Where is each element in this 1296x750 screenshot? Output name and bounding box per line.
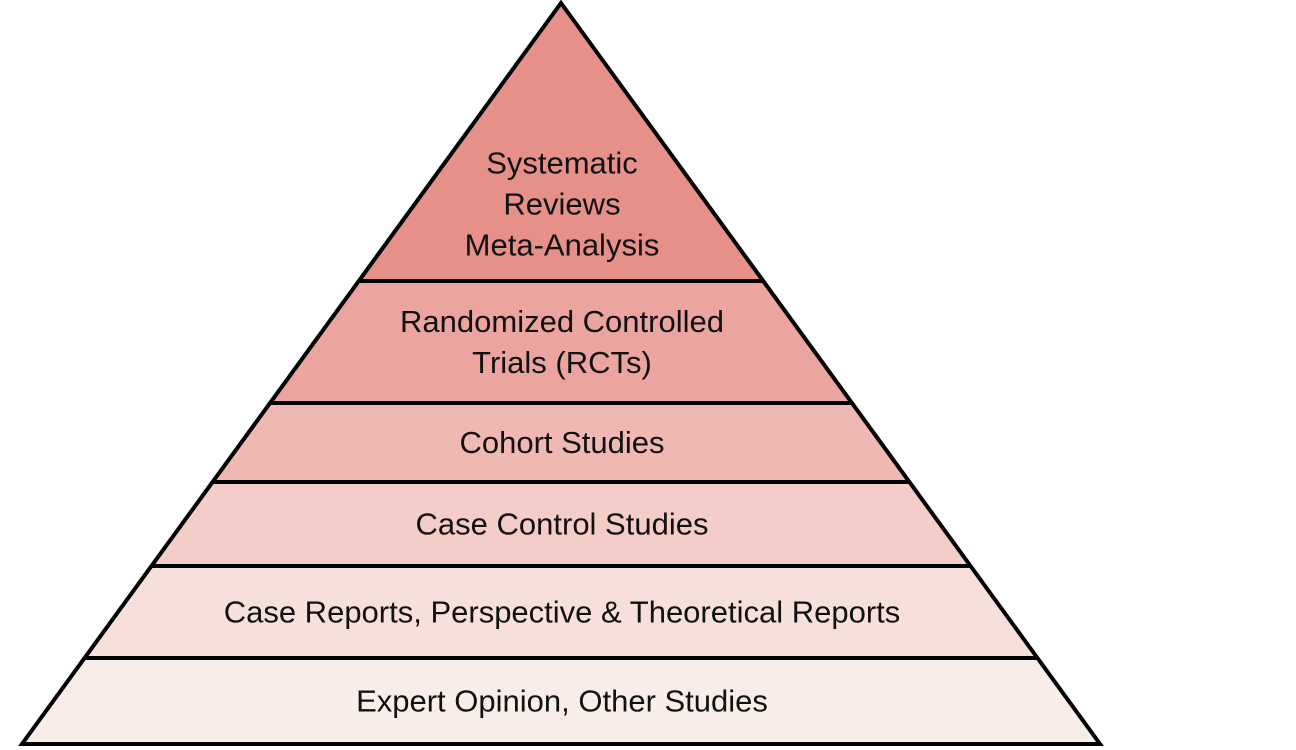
tier-label-5: Case Reports, Perspective & Theoretical … — [224, 595, 901, 630]
tier-label-line: Case Reports, Perspective & Theoretical … — [224, 595, 901, 630]
tier-label-line: Systematic — [486, 146, 638, 181]
tier-label-line: Reviews — [503, 187, 620, 222]
pyramid-tier-4 — [151, 482, 971, 566]
pyramid-dividers — [84, 279, 1038, 660]
tier-label-line: Expert Opinion, Other Studies — [356, 684, 768, 719]
tier-label-line: Cohort Studies — [459, 425, 664, 460]
pyramid-tiers — [22, 3, 1100, 744]
tier-label-6: Expert Opinion, Other Studies — [356, 684, 768, 719]
tier-label-3: Cohort Studies — [459, 425, 664, 460]
pyramid-tier-2 — [270, 281, 852, 403]
tier-label-line: Meta-Analysis — [465, 228, 660, 263]
tier-label-line: Randomized Controlled — [400, 304, 724, 339]
tier-label-4: Case Control Studies — [416, 507, 709, 542]
pyramid-outline — [18, 0, 1104, 746]
pyramid-tier-6 — [22, 658, 1100, 744]
tier-label-line: Case Control Studies — [416, 507, 709, 542]
pyramid-tier-5 — [84, 566, 1038, 658]
tier-label-line: Trials (RCTs) — [472, 345, 652, 380]
pyramid-tier-1 — [358, 3, 764, 281]
pyramid-tier-3 — [212, 403, 910, 482]
